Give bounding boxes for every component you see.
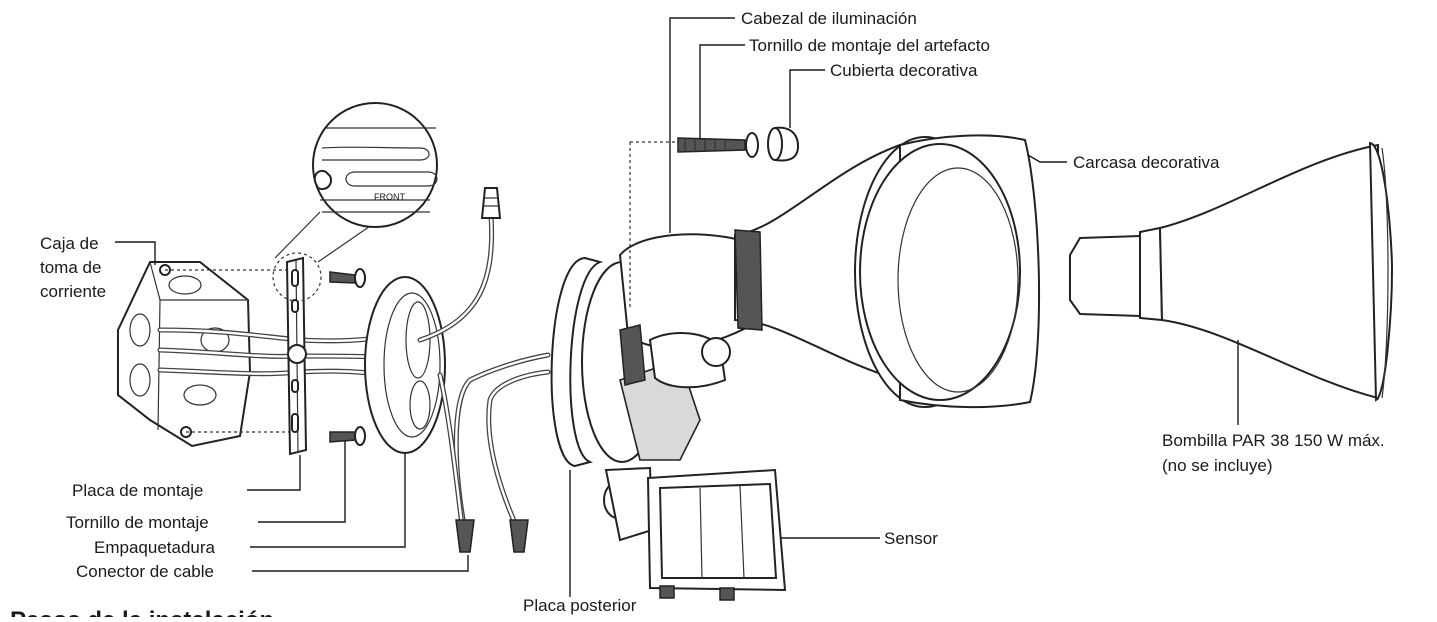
- wire-connector-right: [509, 519, 529, 553]
- mounting-screw-bottom: [329, 426, 366, 446]
- gasket: [364, 276, 446, 454]
- mounting-plate: [272, 252, 322, 456]
- front-detail-inset: FRONT: [274, 102, 438, 263]
- label-junction-box-2: toma de: [40, 258, 101, 277]
- wire-connector-left: [455, 519, 475, 553]
- label-bulb-2: (no se incluye): [1162, 456, 1273, 475]
- mounting-screw-top: [329, 268, 366, 288]
- label-gasket: Empaquetadura: [94, 538, 216, 557]
- label-sensor: Sensor: [884, 529, 938, 548]
- decorative-cap: [767, 126, 800, 162]
- label-mounting-screw: Tornillo de montaje: [66, 513, 209, 532]
- label-mounting-plate: Placa de montaje: [72, 481, 203, 500]
- label-lighting-head: Cabezal de iluminación: [741, 9, 917, 28]
- junction-box: [117, 261, 252, 448]
- label-junction-box-3: corriente: [40, 282, 106, 301]
- label-wire-connector: Conector de cable: [76, 562, 214, 581]
- fixture-screw: [677, 132, 759, 158]
- label-decorative-housing: Carcasa decorativa: [1073, 153, 1220, 172]
- label-junction-box-1: Caja de: [40, 234, 99, 253]
- label-bulb-1: Bombilla PAR 38 150 W máx.: [1162, 431, 1385, 450]
- par38-bulb: [1069, 141, 1394, 402]
- label-fixture-screw: Tornillo de montaje del artefacto: [749, 36, 990, 55]
- wire-connector-top: [480, 187, 502, 219]
- decorative-housing: [859, 134, 1041, 409]
- fixture-wires: [417, 212, 551, 533]
- label-decorative-cap: Cubierta decorativa: [830, 61, 978, 80]
- motion-sensor: [603, 466, 787, 601]
- fixture-body: [618, 233, 762, 461]
- callout-lines: [115, 17, 1239, 597]
- label-back-plate: Placa posterior: [523, 596, 637, 615]
- section-heading: Pasos de la instalación: [10, 607, 274, 617]
- front-label: FRONT: [374, 192, 405, 202]
